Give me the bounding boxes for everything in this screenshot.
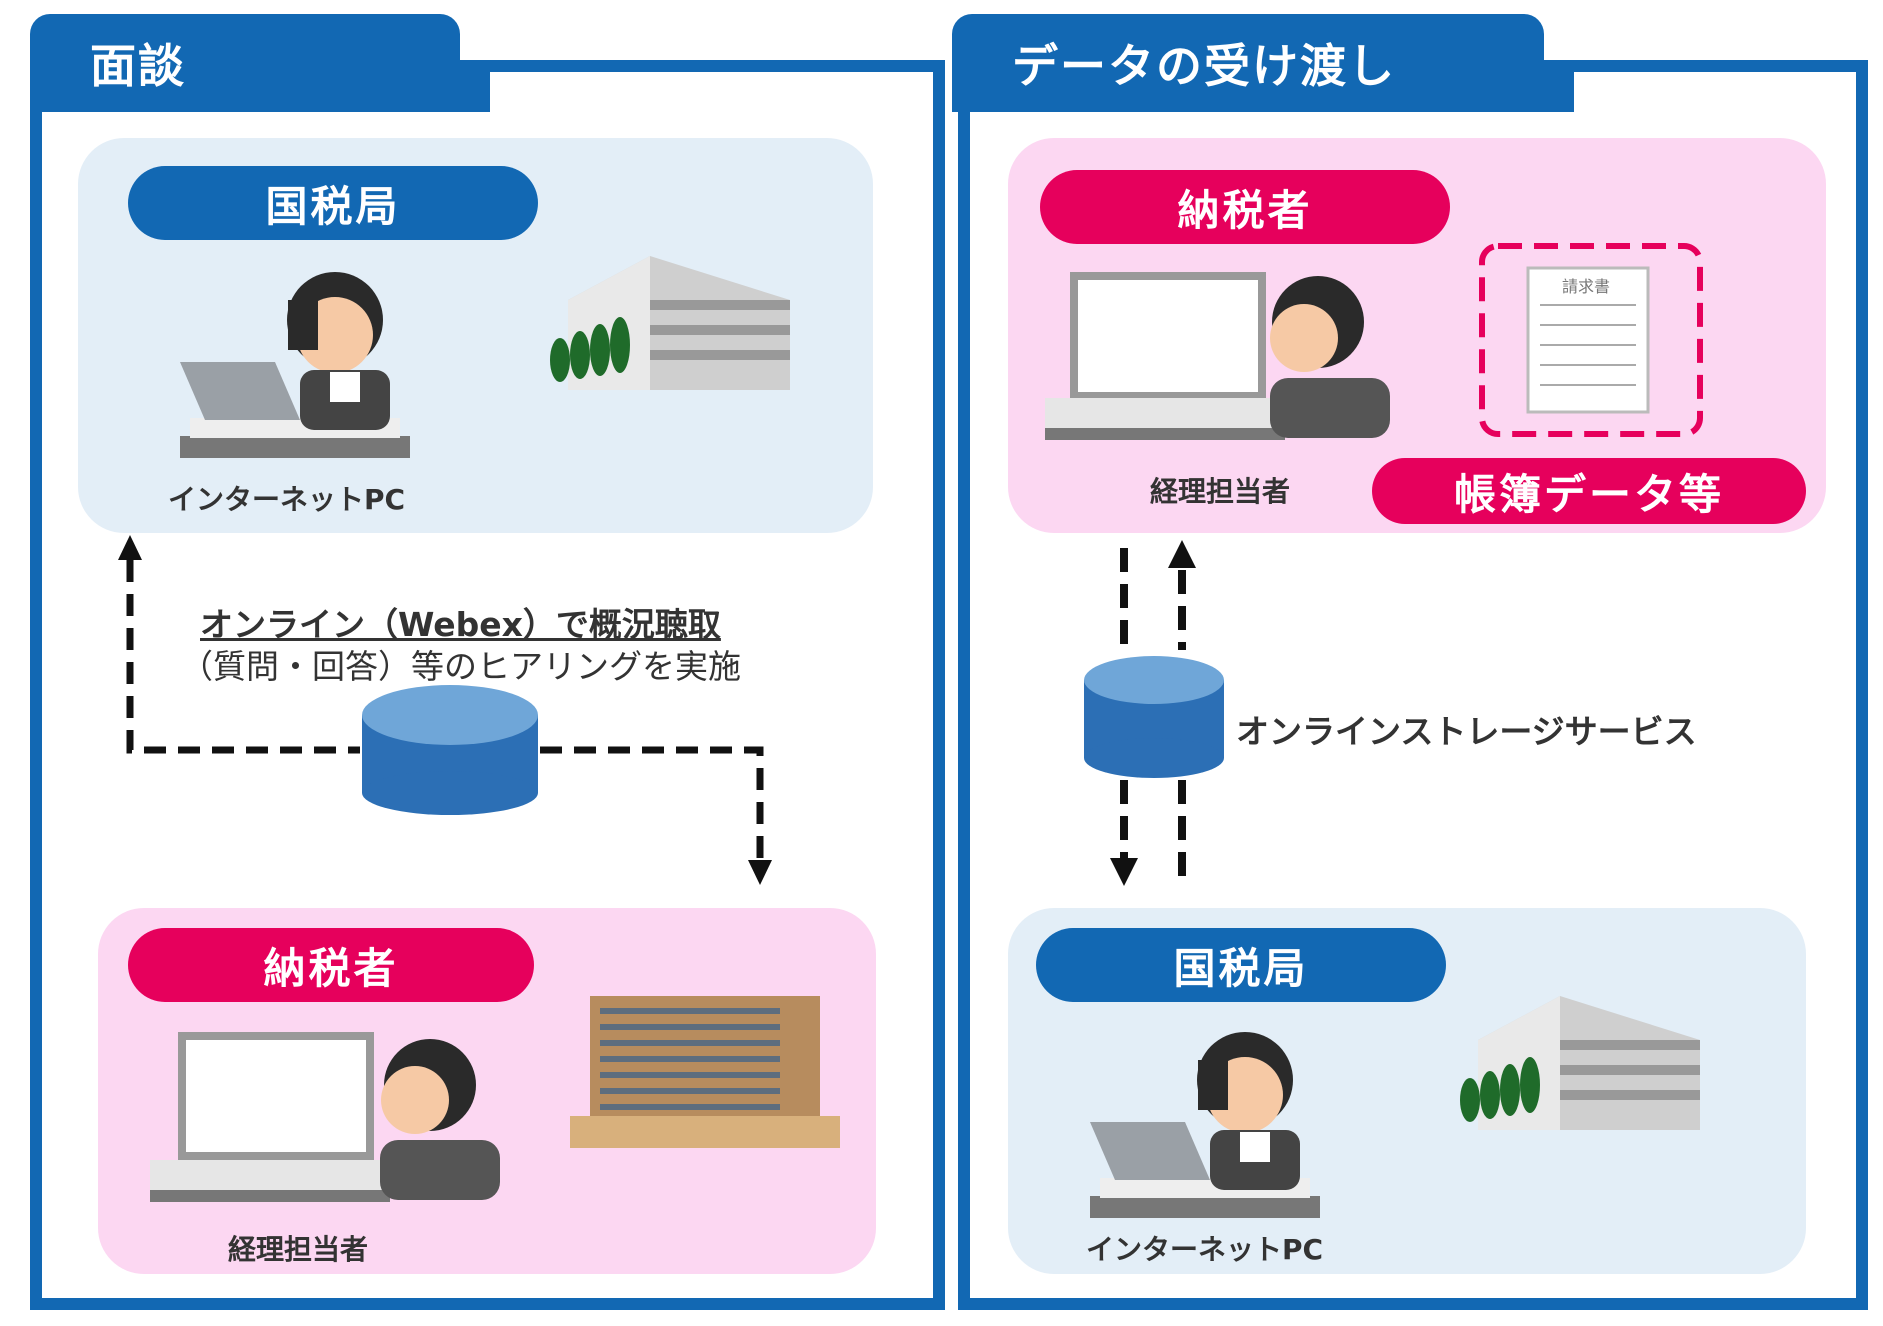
right-tab-title: データの受け渡し bbox=[952, 14, 1574, 112]
right-up-arrowhead bbox=[1168, 540, 1196, 568]
left-internet-pc-caption: インターネットPC bbox=[168, 483, 406, 516]
left-online-connector bbox=[126, 560, 764, 870]
left-taxpayer-label: 納税者 bbox=[128, 928, 534, 1002]
left-note-line1: オンライン（Webex）で概況聴取 bbox=[200, 605, 721, 644]
right-down-arrowhead bbox=[1110, 858, 1138, 886]
right-building-icon bbox=[1460, 996, 1700, 1130]
left-up-arrowhead bbox=[118, 535, 142, 560]
right-internet-pc-caption: インターネットPC bbox=[1086, 1233, 1324, 1266]
right-laptop-woman-icon bbox=[1090, 1032, 1320, 1218]
right-storage-connector bbox=[1120, 548, 1186, 880]
left-building-icon bbox=[550, 256, 790, 390]
left-tab-title: 面談 bbox=[30, 14, 490, 112]
left-cloud-storage-cylinder bbox=[362, 685, 538, 815]
invoice-title-text: 請求書 bbox=[1562, 277, 1610, 296]
right-accountant-caption: 経理担当者 bbox=[1150, 475, 1291, 508]
invoice-document-icon bbox=[1479, 243, 1703, 437]
right-desktop-man-icon bbox=[1045, 272, 1390, 440]
storage-service-label: オンラインストレージサービス bbox=[1236, 712, 1697, 751]
left-national-tax-label: 国税局 bbox=[128, 166, 538, 240]
left-desktop-man-icon bbox=[150, 1032, 500, 1202]
right-taxpayer-label: 納税者 bbox=[1040, 170, 1450, 244]
left-laptop-woman-icon bbox=[180, 272, 410, 458]
left-down-arrowhead bbox=[748, 860, 772, 885]
ledger-data-tag: 帳簿データ等 bbox=[1372, 458, 1806, 524]
left-office-building-icon bbox=[570, 996, 840, 1148]
left-accountant-caption: 経理担当者 bbox=[228, 1233, 369, 1266]
left-note-line2: （質問・回答）等のヒアリングを実施 bbox=[180, 647, 741, 686]
right-national-tax-label: 国税局 bbox=[1036, 928, 1446, 1002]
right-cloud-storage-cylinder bbox=[1084, 656, 1224, 778]
